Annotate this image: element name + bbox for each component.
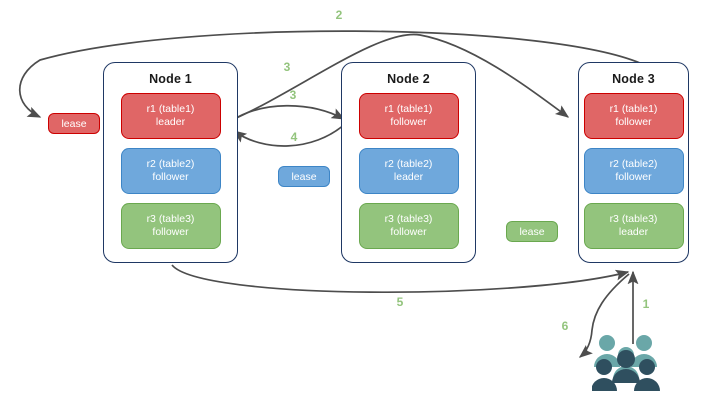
lease-label: lease [291, 170, 317, 183]
replica-n1-r1[interactable]: r1 (table1) leader [120, 93, 221, 139]
node-title: Node 1 [149, 72, 192, 86]
step-label-4: 4 [290, 130, 298, 144]
replica-n3-r1[interactable]: r1 (table1) follower [583, 93, 684, 139]
replica-name: r2 (table2) [146, 158, 195, 170]
lease-badge-blue[interactable]: lease [278, 166, 330, 187]
step-label-6: 6 [561, 319, 569, 333]
replica-role: follower [152, 226, 189, 238]
replica-n2-r3[interactable]: r3 (table3) follower [358, 203, 459, 249]
step-label-2: 2 [335, 8, 343, 22]
users-front-row [591, 350, 660, 391]
node-box-2[interactable]: Node 2 r1 (table1) follower r2 (table2) … [341, 62, 476, 263]
replica-role: follower [390, 116, 427, 128]
replica-name: r1 (table1) [609, 103, 658, 115]
lease-badge-green[interactable]: lease [506, 221, 558, 242]
replica-n3-r3[interactable]: r3 (table3) leader [583, 203, 684, 249]
step-label-3b: 3 [289, 88, 297, 102]
replica-role: follower [615, 171, 652, 183]
step-label-1: 1 [642, 297, 650, 311]
lease-label: lease [61, 117, 87, 130]
replica-name: r3 (table3) [146, 213, 195, 225]
arrow-step-5 [171, 264, 630, 294]
replica-name: r1 (table1) [146, 103, 195, 115]
replica-n2-r1[interactable]: r1 (table1) follower [358, 93, 459, 139]
node-title: Node 3 [612, 72, 655, 86]
replica-n2-r2[interactable]: r2 (table2) leader [358, 148, 459, 194]
node-title: Node 2 [387, 72, 430, 86]
lease-label: lease [519, 225, 545, 238]
replica-role: leader [393, 171, 424, 183]
replica-name: r2 (table2) [384, 158, 433, 170]
replica-n3-r2[interactable]: r2 (table2) follower [583, 148, 684, 194]
lease-badge-red[interactable]: lease [48, 113, 100, 134]
node-box-1[interactable]: Node 1 r1 (table1) leader r2 (table2) fo… [103, 62, 238, 263]
replica-role: follower [390, 226, 427, 238]
node-box-3[interactable]: Node 3 r1 (table1) follower r2 (table2) … [578, 62, 689, 263]
replica-name: r1 (table1) [384, 103, 433, 115]
step-label-3a: 3 [283, 60, 291, 74]
replica-name: r3 (table3) [384, 213, 433, 225]
replica-role: leader [618, 226, 649, 238]
replica-n1-r3[interactable]: r3 (table3) follower [120, 203, 221, 249]
arrow-step-3b [230, 104, 346, 122]
replica-name: r3 (table3) [609, 213, 658, 225]
users-group-icon [591, 333, 662, 400]
replica-role: follower [152, 171, 189, 183]
step-label-5: 5 [396, 295, 404, 309]
replica-role: follower [615, 116, 652, 128]
replica-role: leader [155, 116, 186, 128]
replica-name: r2 (table2) [609, 158, 658, 170]
replica-n1-r2[interactable]: r2 (table2) follower [120, 148, 221, 194]
